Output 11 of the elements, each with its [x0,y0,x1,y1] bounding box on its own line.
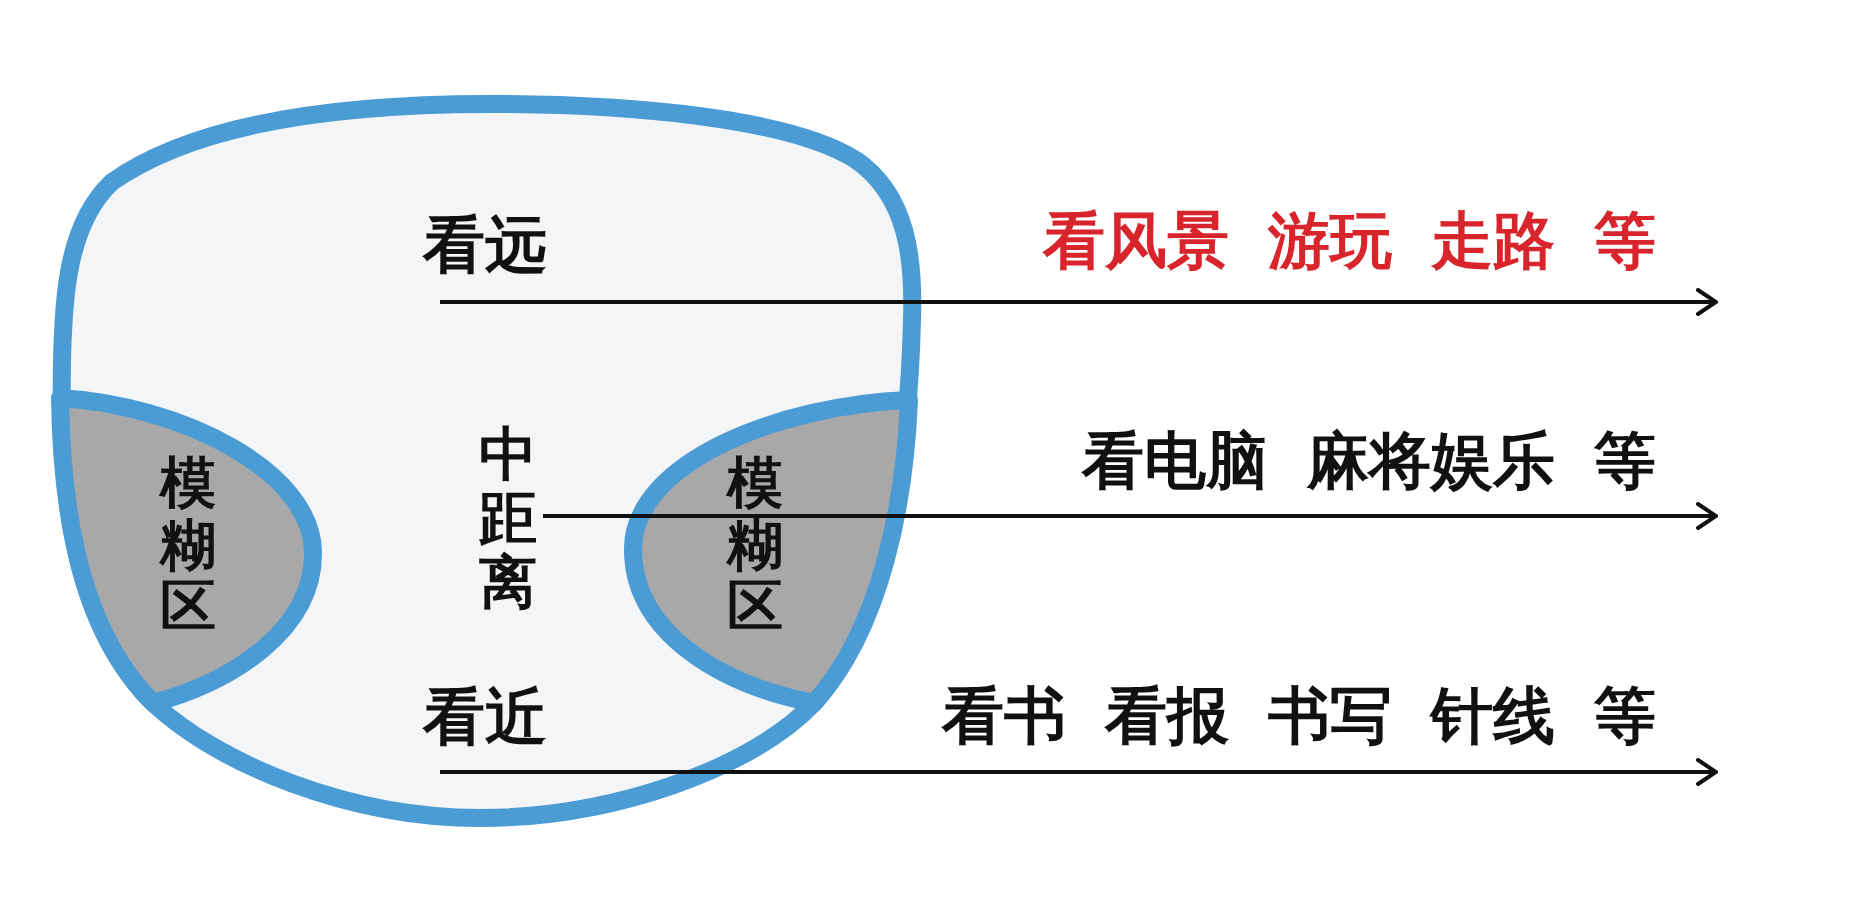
edge-label: 看风景 游玩 走路 等 [1043,204,1656,279]
zone-label: 看近 [423,680,547,755]
zone-label: 看远 [423,208,547,283]
arrow [543,502,1718,530]
arrow [440,758,1718,786]
arrow [440,288,1718,316]
blur-zone-label: 模糊区 [727,452,783,637]
edge-label: 看电脑 麻将娱乐 等 [1082,424,1656,499]
edge-label: 看书 看报 书写 针线 等 [942,679,1656,754]
blur-zone-label: 模糊区 [160,452,216,637]
zone-label: 中距离 [479,423,537,615]
